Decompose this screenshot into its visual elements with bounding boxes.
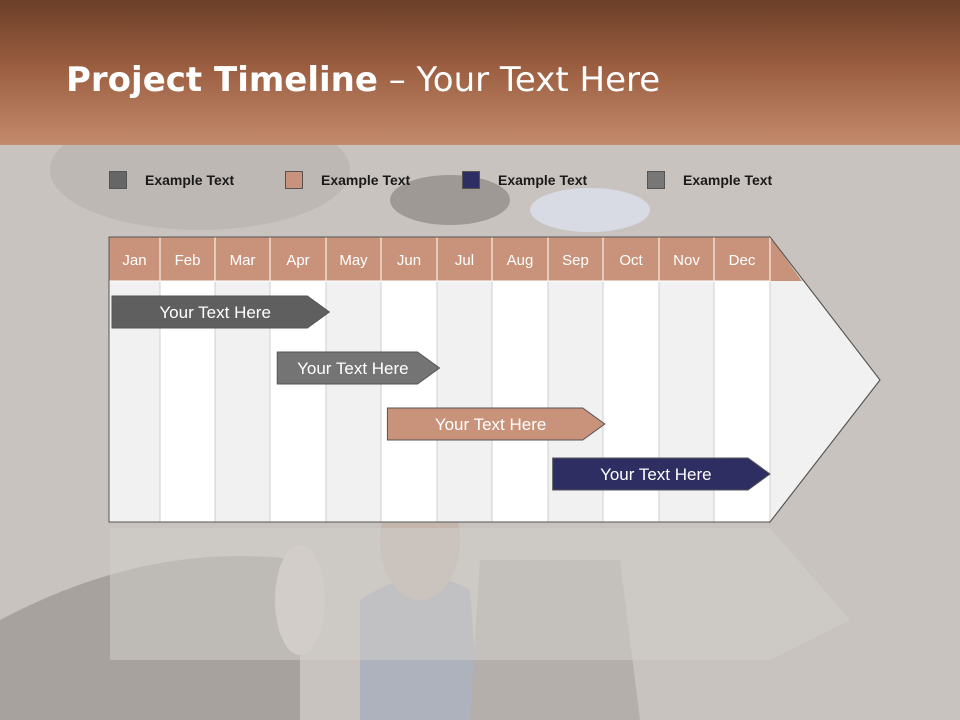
legend-label-2: Example Text <box>321 172 411 188</box>
task-arrow-4 <box>552 457 771 491</box>
title-bold: Project Timeline <box>66 60 378 100</box>
month-label-apr: Apr <box>286 252 309 269</box>
month-label-mar: Mar <box>230 252 256 269</box>
legend-label-1: Example Text <box>145 172 235 188</box>
legend-swatch-1 <box>109 171 127 189</box>
month-label-oct: Oct <box>619 252 643 269</box>
month-column-jun <box>380 280 438 523</box>
month-label-jun: Jun <box>397 252 421 269</box>
month-header-dec <box>713 236 771 282</box>
month-header-feb <box>159 236 216 282</box>
month-header-jan <box>108 236 161 282</box>
month-header-nov <box>658 236 715 282</box>
task-label-1: Your Text Here <box>159 303 271 322</box>
legend-swatch-4 <box>647 171 665 189</box>
month-label-may: May <box>339 252 368 269</box>
month-label-nov: Nov <box>673 252 700 269</box>
title-rest: – Your Text Here <box>377 60 661 100</box>
task-arrow-2 <box>276 351 441 385</box>
task-arrow-3 <box>386 407 606 441</box>
legend-swatch-3 <box>462 171 480 189</box>
month-label-jan: Jan <box>122 252 146 269</box>
task-label-2: Your Text Here <box>297 359 409 378</box>
month-label-sep: Sep <box>562 252 589 269</box>
legend-swatch-2 <box>285 171 303 189</box>
month-label-feb: Feb <box>175 252 201 269</box>
month-column-may <box>325 280 382 523</box>
task-label-4: Your Text Here <box>600 465 712 484</box>
month-column-jul <box>436 280 493 523</box>
title-banner: Project Timeline – Your Text Here <box>0 0 960 145</box>
month-label-dec: Dec <box>729 252 756 269</box>
month-header-jul <box>436 236 493 282</box>
legend-label-3: Example Text <box>498 172 588 188</box>
task-label-3: Your Text Here <box>435 415 547 434</box>
legend-item-1: Example Text <box>109 170 234 190</box>
legend-item-3: Example Text <box>462 170 587 190</box>
legend-item-4: Example Text <box>647 170 772 190</box>
month-header-apr <box>269 236 327 282</box>
month-column-aug <box>491 280 549 523</box>
month-header-oct <box>602 236 660 282</box>
page-title: Project Timeline – Your Text Here <box>66 60 660 100</box>
month-label-aug: Aug <box>507 252 534 269</box>
legend-item-2: Example Text <box>285 170 410 190</box>
legend-label-4: Example Text <box>683 172 773 188</box>
month-label-jul: Jul <box>455 252 474 269</box>
timeline-outline <box>108 236 881 523</box>
task-arrow-1 <box>111 295 331 329</box>
